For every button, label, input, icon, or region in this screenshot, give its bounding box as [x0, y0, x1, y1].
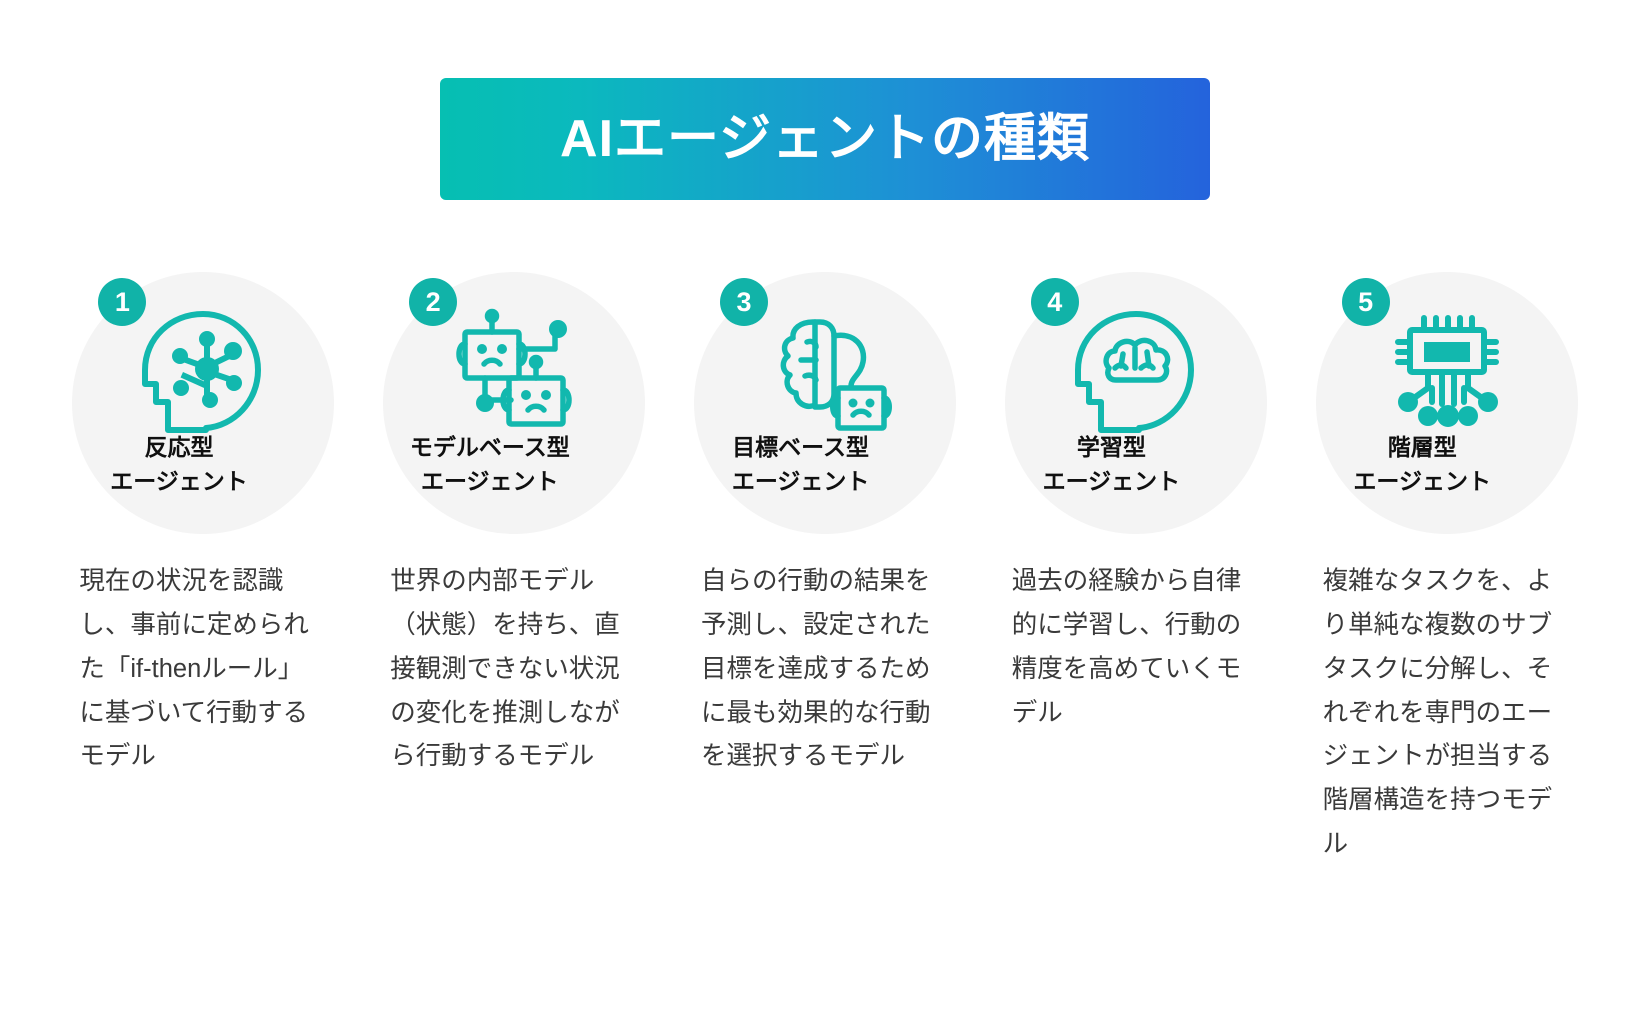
agent-card-2: 2: [359, 272, 670, 534]
agent-card-5: 5: [1291, 272, 1602, 534]
agent-card-3: 3: [670, 272, 981, 534]
card-circle-area-4: 4: [1004, 272, 1267, 534]
title-banner-wrap: AIエージェントの種類: [0, 78, 1650, 200]
cpu-chip-circuit-icon: [1316, 306, 1578, 436]
page-title: AIエージェントの種類: [560, 110, 1090, 168]
agent-description-3: 自らの行動の結果を予測し、設定された目標を達成するために最も効果的な行動を選択す…: [700, 567, 931, 771]
description-column-2: 世界の内部モデル（状態）を持ち、直接観測できない状況の変化を推測しながら行動する…: [359, 560, 670, 867]
card-number-badge-4: 4: [1030, 278, 1079, 326]
description-column-3: 自らの行動の結果を予測し、設定された目標を達成するために最も効果的な行動を選択す…: [670, 560, 981, 867]
card-number-badge-3: 3: [719, 278, 768, 326]
card-circle-area-3: 3: [693, 272, 956, 534]
card-title-4: 学習型 エージェント: [1042, 434, 1181, 495]
agent-card-4: 4 学習型 エージェント: [980, 272, 1291, 534]
card-number-badge-1: 1: [98, 278, 147, 326]
description-column-4: 過去の経験から自律的に学習し、行動の精度を高めていくモデル: [980, 560, 1291, 867]
agent-description-4: 過去の経験から自律的に学習し、行動の精度を高めていくモデル: [1011, 567, 1242, 727]
agent-description-5: 複雑なタスクを、より単純な複数のサブタスクに分解し、それぞれを専門のエージェント…: [1322, 567, 1553, 859]
agent-description-row: 現在の状況を認識し、事前に定められた「if-thenルール」に基づいて行動するモ…: [0, 560, 1650, 867]
brain-robot-icon: [694, 306, 956, 436]
description-column-1: 現在の状況を認識し、事前に定められた「if-thenルール」に基づいて行動するモ…: [48, 560, 359, 867]
head-brain-icon: [1005, 306, 1267, 436]
card-title-3: 目標ベース型 エージェント: [731, 434, 870, 495]
card-title-2: モデルベース型 エージェント: [409, 434, 570, 495]
agent-card-1: 1: [48, 272, 359, 534]
card-title-1: 反応型 エージェント: [110, 434, 248, 495]
card-circle-area-1: 1: [72, 272, 335, 534]
card-number-badge-2: 2: [409, 278, 458, 326]
agent-description-2: 世界の内部モデル（状態）を持ち、直接観測できない状況の変化を推測しながら行動する…: [390, 567, 620, 771]
card-title-5: 階層型 エージェント: [1353, 434, 1491, 495]
two-robots-network-icon: [383, 306, 645, 436]
head-network-icon: [72, 306, 334, 436]
title-banner: AIエージェントの種類: [440, 78, 1210, 200]
card-number-badge-5: 5: [1341, 278, 1390, 326]
card-circle-area-2: 2: [383, 272, 646, 534]
agent-description-1: 現在の状況を認識し、事前に定められた「if-thenルール」に基づいて行動するモ…: [79, 567, 309, 771]
description-column-5: 複雑なタスクを、より単純な複数のサブタスクに分解し、それぞれを専門のエージェント…: [1291, 560, 1602, 867]
card-circle-area-5: 5: [1315, 272, 1578, 534]
agent-card-row: 1: [0, 272, 1650, 534]
